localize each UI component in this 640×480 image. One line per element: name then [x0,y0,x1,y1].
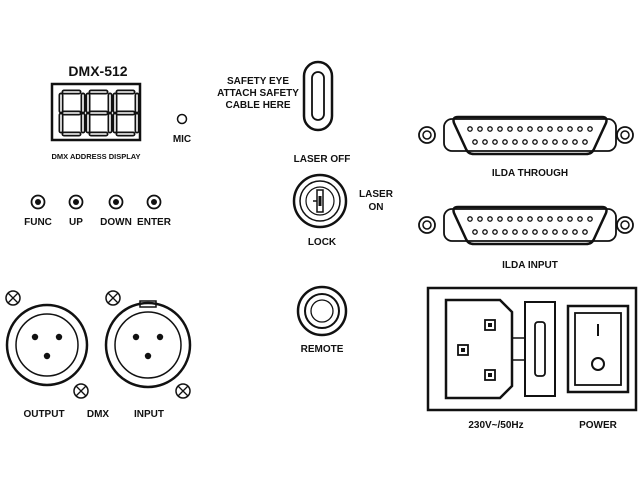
enter-button-label: ENTER [137,217,172,228]
ilda-input-label: ILDA INPUT [502,260,558,271]
func-button-label: FUNC [24,217,52,228]
iec-power-inlet[interactable] [444,298,514,400]
safety-eye-line-1: SAFETY EYE [227,76,289,87]
dmx-display-caption: DMX ADDRESS DISPLAY [51,152,140,161]
mic-label: MIC [173,134,191,145]
laser-on-label-line-2: ON [369,202,384,213]
remote-label: REMOTE [301,344,344,355]
dmx-input-xlr-connector[interactable] [104,290,192,399]
fuse-holder[interactable] [512,301,556,397]
laser-off-label: LASER OFF [294,154,351,165]
xlr-output-label: OUTPUT [23,409,64,420]
power-rating-label: 230V~/50Hz [468,420,523,431]
safety-eye-line-3: CABLE HERE [225,100,290,111]
dmx-output-xlr-connector[interactable] [5,290,89,399]
xlr-input-pin-1 [132,333,140,341]
mounting-screw-icon [418,126,436,144]
safety-eye[interactable] [302,60,334,132]
power-switch-label: POWER [579,420,618,431]
key-icon [313,189,324,213]
safety-eye-line-2: ATTACH SAFETY [217,88,299,99]
dmx-title: DMX-512 [68,63,127,79]
power-module [426,286,638,412]
mic-hole-icon [176,113,188,125]
xlr-output-pin-1 [31,333,39,341]
down-button[interactable]: DOWN [100,194,132,229]
dmx-digit-1: 8 [58,89,86,137]
ilda-input-connector[interactable] [418,205,634,246]
mounting-screw-icon [616,216,634,234]
func-button[interactable]: FUNC [24,194,52,229]
laser-on-label-line-1: LASER [359,189,394,200]
xlr-output-pin-3 [43,352,51,360]
xlr-input-label: INPUT [134,409,164,420]
up-button[interactable]: UP [68,194,84,229]
dmx-digit-2: 8 [85,89,113,137]
laser-key-switch[interactable] [292,173,348,229]
xlr-output-pin-2 [55,333,63,341]
remote-connector[interactable] [296,285,348,337]
mounting-screw-icon [418,216,436,234]
mounting-screw-icon [616,126,634,144]
dmx-digit-3: 8 [112,89,140,137]
lock-label: LOCK [308,237,337,248]
dmx-buttons: FUNC UP DOWN ENTER [24,194,172,229]
xlr-dmx-label: DMX [87,409,110,420]
ilda-through-connector[interactable] [418,115,634,156]
up-button-label: UP [69,217,83,228]
dmx-address-display: 888 [50,82,142,142]
enter-button[interactable]: ENTER [137,194,172,229]
down-button-label: DOWN [100,217,132,228]
ilda-through-label: ILDA THROUGH [492,168,568,179]
xlr-input-pin-3 [144,352,152,360]
power-rocker-switch[interactable] [566,304,630,394]
xlr-input-pin-2 [156,333,164,341]
